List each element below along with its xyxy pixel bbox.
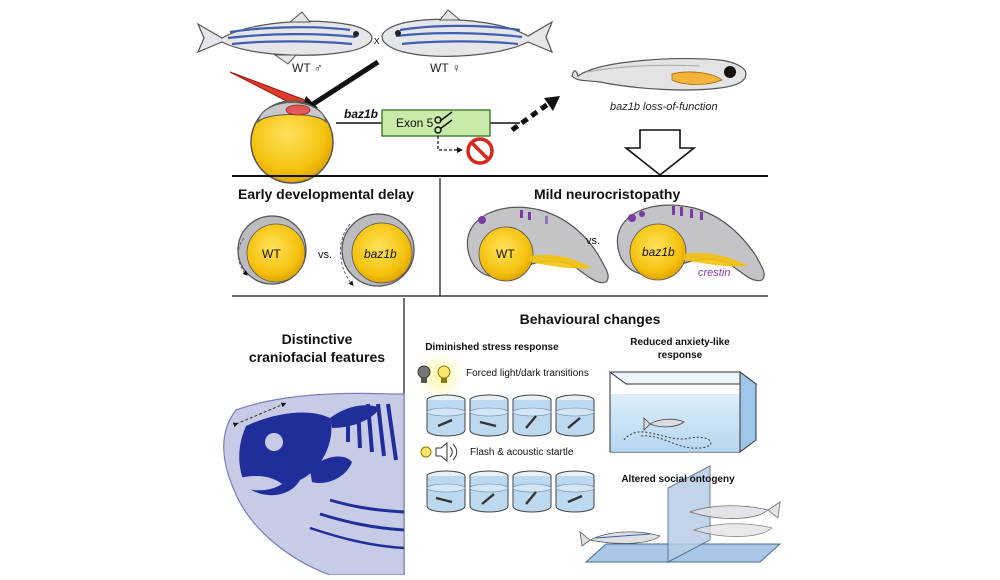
baz1b-embryo-icon (339, 213, 415, 287)
hollow-down-arrow-icon (623, 129, 697, 177)
anxiety-subtitle-line2: response (658, 350, 703, 361)
injected-embryo-icon (250, 100, 334, 184)
stress-subtitle: Diminished stress response (425, 342, 559, 353)
wt-female-label: WT ♀ (430, 61, 461, 75)
cross-symbol: x (374, 35, 380, 47)
neuro-wt-label: WT (496, 247, 515, 261)
behaviour-title: Behavioural changes (520, 311, 661, 327)
novel-tank-icon (608, 371, 758, 453)
craniofacial-title-line2: craniofacial features (249, 349, 385, 365)
lightbulb-off-icon (417, 365, 431, 383)
crestin-label: crestin (698, 267, 730, 279)
early-mutant-label: baz1b (364, 247, 397, 261)
baz1b-embryo-crestin-icon (616, 204, 765, 282)
outcome-text: baz1b loss-of-function (610, 101, 718, 113)
wt-male-fish-icon (196, 11, 373, 65)
early-vs-label: vs. (318, 249, 332, 261)
wt-female-fish-icon (381, 9, 554, 57)
speaker-icon (435, 441, 458, 463)
lightbulb-on-icon (437, 365, 451, 383)
wt-embryo-icon (237, 215, 307, 285)
early-wt-label: WT (262, 247, 281, 261)
social-tank-icon (579, 465, 782, 563)
well-row-light-dark (426, 394, 595, 437)
flash-icon (417, 443, 435, 461)
neuro-mutant-label: baz1b (642, 245, 675, 259)
exon-label: Exon 5 (396, 116, 434, 130)
light-dark-label: Forced light/dark transitions (466, 368, 589, 379)
outcome-label: baz1b loss-of-function (610, 101, 718, 113)
gene-label: baz1b (344, 107, 378, 121)
well-row-startle (426, 470, 595, 513)
neuro-title: Mild neurocristopathy (534, 186, 680, 202)
startle-label: Flash & acoustic startle (470, 447, 574, 458)
scissors-icon (434, 111, 453, 134)
no-symbol-icon (466, 137, 494, 165)
wt-male-label: WT ♂ (292, 61, 323, 75)
craniofacial-skeleton-icon (223, 392, 405, 576)
anxiety-subtitle-line1: Reduced anxiety-like (630, 337, 730, 348)
wt-embryo-crestin-icon (466, 206, 609, 284)
social-subtitle: Altered social ontogeny (621, 474, 735, 485)
craniofacial-title-line1: Distinctive (282, 331, 353, 347)
neuro-vs-label: vs. (586, 235, 600, 247)
larva-icon (571, 57, 747, 91)
early-delay-title: Early developmental delay (238, 186, 414, 202)
